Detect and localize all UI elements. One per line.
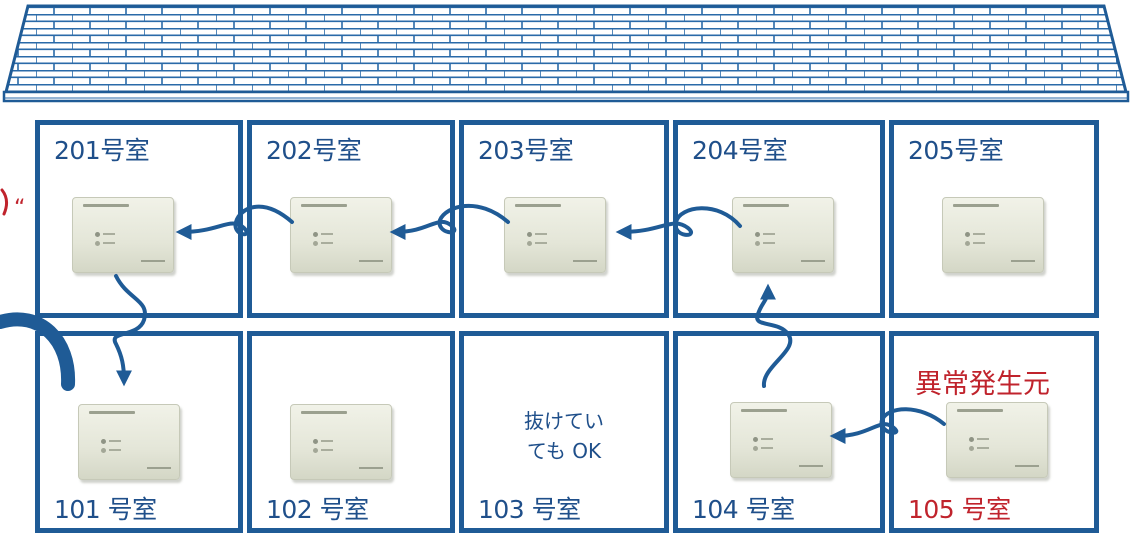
relay-device-icon [730, 402, 832, 478]
relay-device-icon [732, 197, 834, 273]
room-label-202: 202号室 [266, 136, 362, 165]
room-label-105: 105 号室 [908, 495, 1011, 524]
room-label-103: 103 号室 [478, 495, 581, 524]
unplugged-note-line1: 抜けてい [524, 409, 604, 433]
relay-device-icon [78, 404, 180, 480]
red-edge-mark [0, 188, 9, 216]
room-204: 204号室 [673, 120, 885, 318]
relay-device-icon [946, 402, 1048, 478]
unplugged-note-line2: ても OK [526, 439, 602, 463]
relay-device-icon [942, 197, 1044, 273]
room-label-205: 205号室 [908, 136, 1004, 165]
alert-source-label: 異常発生元 [915, 369, 1050, 400]
room-205: 205号室 [889, 120, 1099, 318]
room-label-101: 101 号室 [54, 495, 157, 524]
room-203: 203号室 [459, 120, 669, 318]
room-label-201: 201号室 [54, 136, 150, 165]
relay-device-icon [290, 404, 392, 480]
room-102: 102 号室 [247, 331, 455, 533]
relay-device-icon [290, 197, 392, 273]
room-202: 202号室 [247, 120, 455, 318]
room-201: 201号室 [35, 120, 243, 318]
relay-device-icon [504, 197, 606, 273]
room-label-102: 102 号室 [266, 495, 369, 524]
room-101: 101 号室 [35, 331, 243, 533]
room-label-204: 204号室 [692, 136, 788, 165]
unplugged-ok-note: 抜けてい ても OK [508, 406, 620, 466]
left-edge-quote: “ [14, 196, 26, 221]
room-label-104: 104 号室 [692, 495, 795, 524]
room-label-203: 203号室 [478, 136, 574, 165]
roof-icon [2, 4, 1130, 103]
relay-device-icon [72, 197, 174, 273]
room-103: 103 号室 抜けてい ても OK [459, 331, 669, 533]
room-104: 104 号室 [673, 331, 885, 533]
